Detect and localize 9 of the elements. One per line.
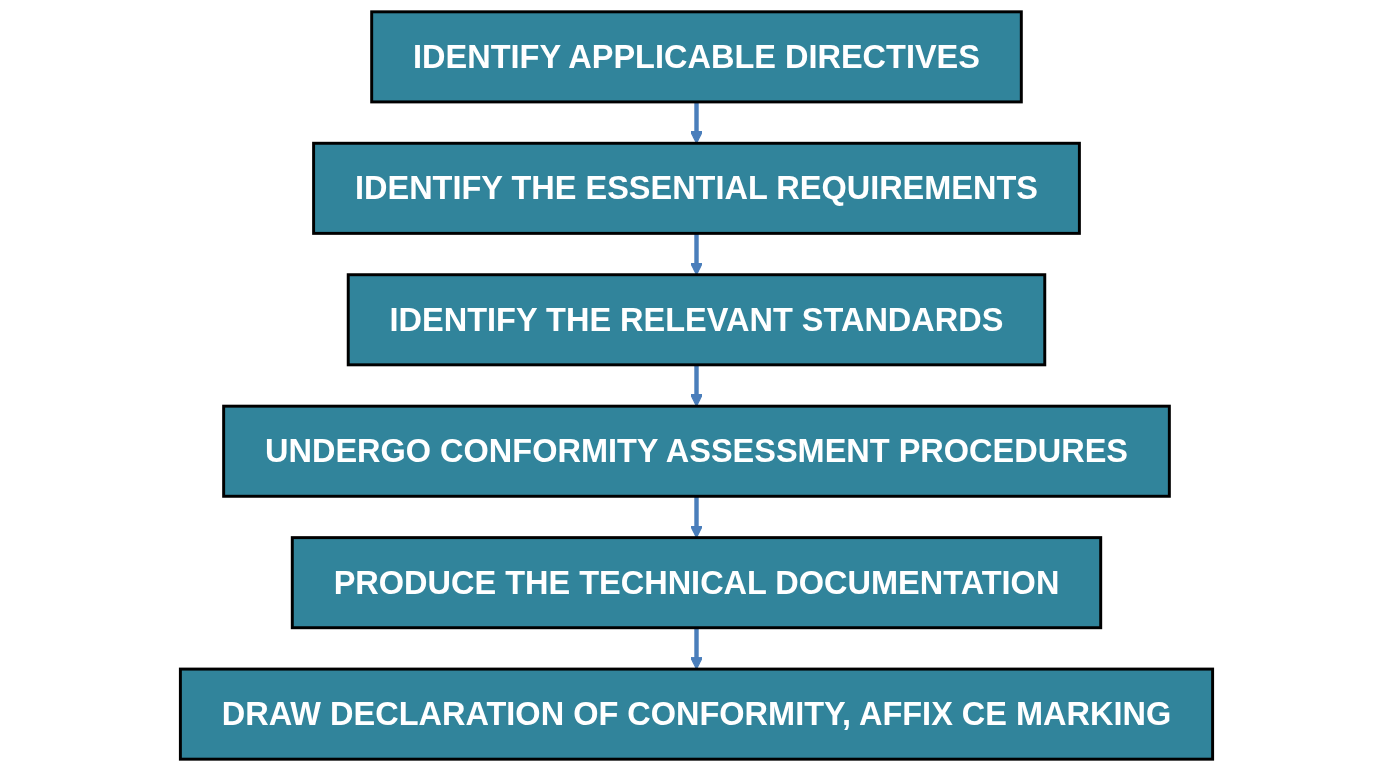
node-box: IDENTIFY THE ESSENTIAL REQUIREMENTS — [312, 141, 1081, 235]
node-box: IDENTIFY APPLICABLE DIRECTIVES — [370, 10, 1023, 104]
node-box: IDENTIFY THE RELEVANT STANDARDS — [346, 273, 1047, 367]
arrow — [690, 101, 703, 144]
node-box: DRAW DECLARATION OF CONFORMITY, AFFIX CE MARKING — [178, 667, 1215, 761]
arrow — [690, 364, 703, 407]
node-box: PRODUCE THE TECHNICAL DOCUMENTATION — [290, 536, 1103, 630]
node-box: UNDERGO CONFORMITY ASSESSMENT PROCEDURES — [222, 404, 1171, 498]
arrow — [690, 627, 703, 670]
